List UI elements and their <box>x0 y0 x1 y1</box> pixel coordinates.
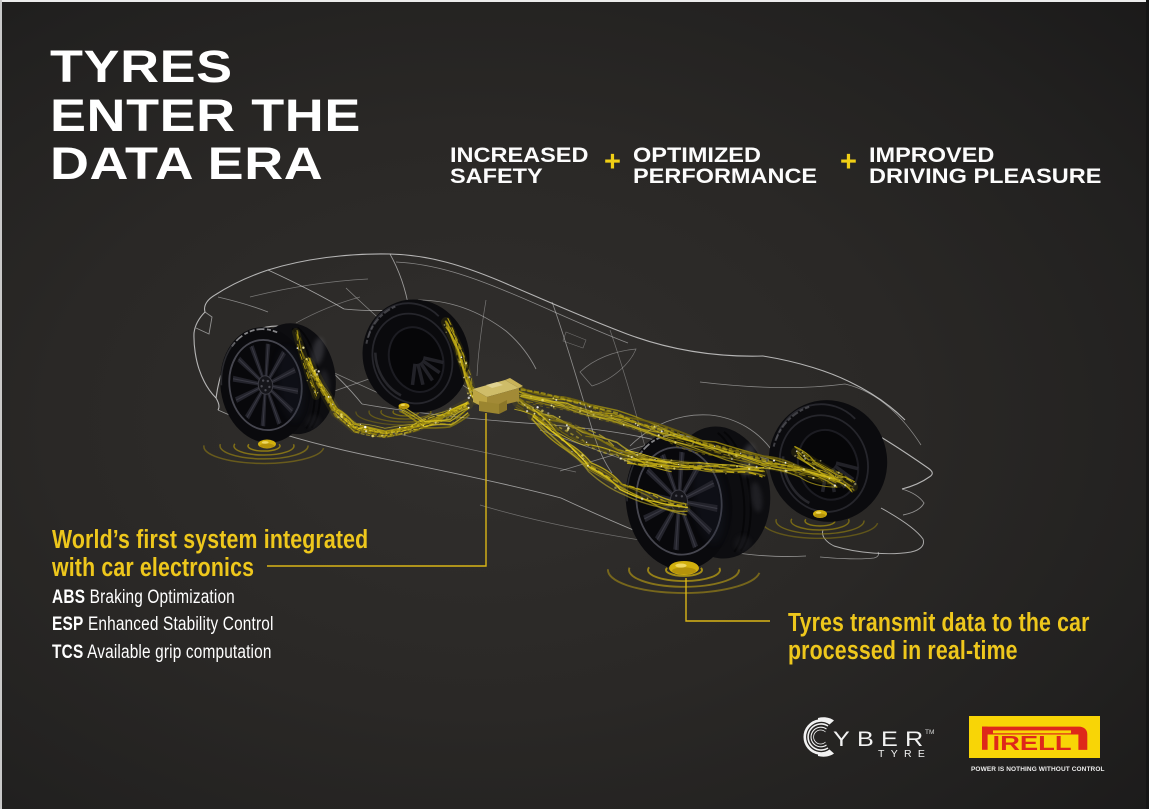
svg-text:IRELL: IRELL <box>993 732 1072 755</box>
svg-text:TYRE: TYRE <box>878 748 931 760</box>
svg-text:YBER: YBER <box>833 727 930 751</box>
svg-text:POWER IS NOTHING WITHOUT CONTR: POWER IS NOTHING WITHOUT CONTROL <box>971 766 1105 773</box>
svg-text:TM: TM <box>925 729 934 736</box>
